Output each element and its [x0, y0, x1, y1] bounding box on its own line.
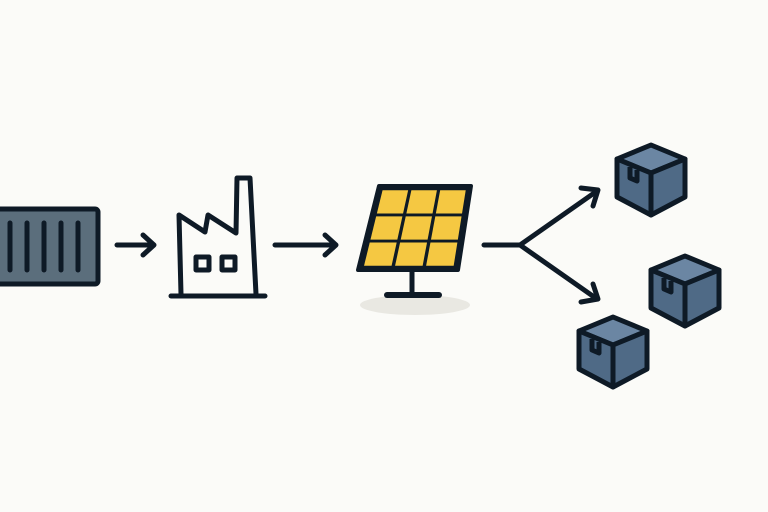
shadow — [360, 295, 470, 315]
solar-cell — [406, 190, 437, 214]
branching-arrows-icon — [481, 185, 601, 305]
arrow-right-icon — [114, 232, 157, 258]
box-icon — [648, 253, 722, 329]
solar-cell — [370, 216, 403, 240]
arrow-right-icon — [272, 232, 339, 258]
solar-cell — [426, 242, 458, 266]
box-icon — [614, 142, 688, 218]
box-icon — [576, 314, 650, 390]
solar-cell — [430, 216, 462, 240]
factory-icon — [168, 175, 268, 299]
solar-cell — [400, 216, 432, 240]
solar-panel-icon — [356, 184, 473, 315]
solar-cell — [435, 190, 466, 214]
solar-cell — [364, 242, 397, 266]
solar-cell — [376, 190, 409, 214]
shipping-container-icon — [0, 206, 101, 287]
solar-cell — [395, 242, 428, 266]
